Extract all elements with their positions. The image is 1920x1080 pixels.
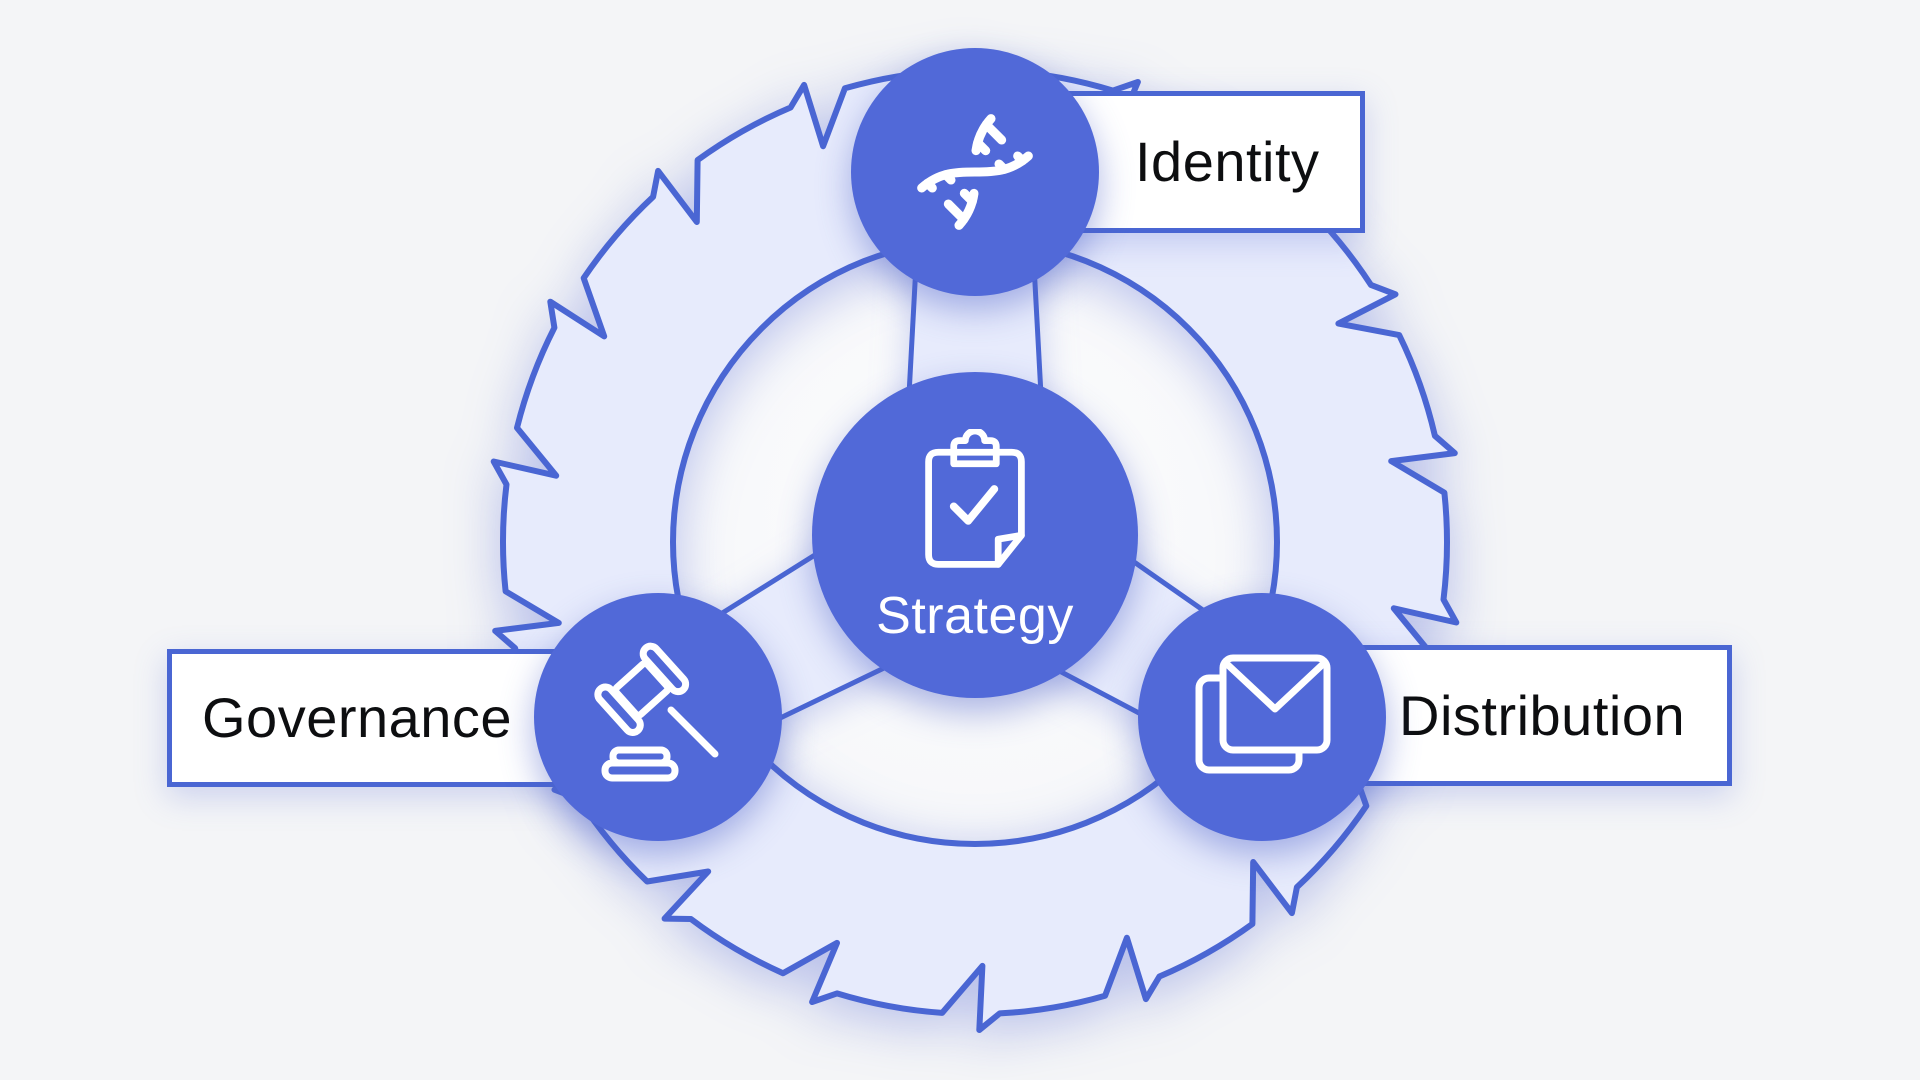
strategy-center-circle: Strategy [812,372,1138,698]
envelope-mail-icon [1195,654,1331,774]
identity-node-circle [851,48,1099,296]
identity-label: Identity [1135,130,1320,193]
clipboard-check-icon [925,428,1025,568]
dna-icon [917,114,1033,230]
governance-label: Governance [202,686,513,749]
gavel-icon [594,642,719,782]
strategy-label: Strategy [876,586,1074,645]
governance-node-circle [534,593,782,841]
distribution-node-circle [1138,593,1386,841]
distribution-label: Distribution [1399,683,1686,747]
